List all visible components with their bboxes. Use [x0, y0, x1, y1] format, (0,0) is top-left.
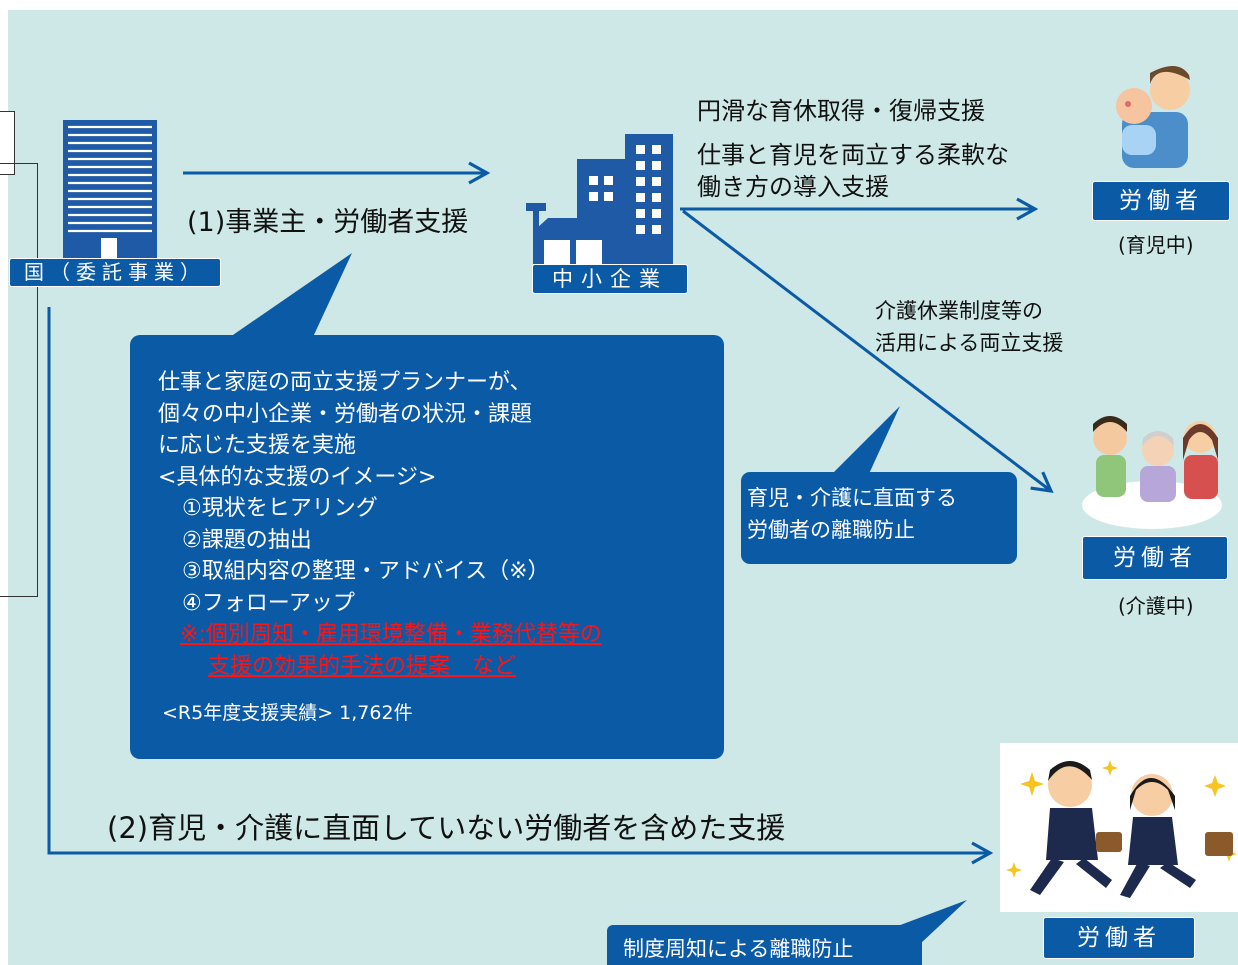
note-text: 支援の効果的手法の提案 など [208, 653, 517, 679]
worker-childcare-sublabel: (育児中) [1118, 233, 1194, 257]
turnover-prevention-callout: 育児・介護に直面する 労働者の離職防止 [741, 472, 1017, 564]
flexible-work-line2: 働き方の導入支援 [697, 173, 889, 201]
general-worker-support-label: (2)育児・介護に直面していない労働者を含めた支援 [107, 811, 786, 845]
worker-general-label: 労働者 [1043, 917, 1195, 959]
flexible-work-line1: 仕事と育児を両立する柔軟な [697, 141, 1009, 169]
callout-mid-line1: 育児・介護に直面する [747, 486, 957, 510]
support-step: ①現状をヒアリング [182, 496, 378, 521]
cropped-frame-top [0, 111, 15, 175]
sme-label: 中小企業 [532, 264, 688, 294]
support-step: ③取組内容の整理・アドバイス（※） [182, 559, 550, 584]
flexible-work-support-text: 仕事と育児を両立する柔軟な 働き方の導入支援 [697, 139, 1009, 203]
worker-nursing-sublabel: (介護中) [1118, 594, 1194, 618]
nursing-support-line2: 活用による両立支援 [875, 331, 1064, 355]
callout-bottom-text: 制度周知による離職防止 [623, 937, 854, 961]
cropped-frame-side [0, 163, 38, 597]
worker-childcare-label: 労働者 [1092, 181, 1230, 221]
government-label: 国（委託事業） [9, 258, 221, 287]
callout-line: に応じた支援を実施 [158, 433, 357, 458]
callout-line: 個々の中小企業・労働者の状況・課題 [158, 401, 533, 427]
support-step: ④フォローアップ [182, 590, 355, 616]
note-line: 支援の効果的手法の提案 など [158, 651, 602, 683]
callout-line: 仕事と家庭の両立支援プランナーが、 [158, 370, 532, 395]
support-results: <R5年度支援実績> 1,762件 [162, 702, 413, 724]
nursing-support-line1: 介護休業制度等の [875, 299, 1043, 323]
support-step: ②課題の抽出 [182, 527, 312, 553]
system-awareness-callout: 制度周知による離職防止 [607, 925, 922, 965]
note-line: ※:個別周知・雇用環境整備・業務代替等の [158, 619, 602, 651]
nursing-support-text: 介護休業制度等の 活用による両立支援 [875, 295, 1063, 359]
worker-nursing-label: 労働者 [1082, 536, 1228, 580]
callout-mid-line2: 労働者の離職防止 [747, 518, 915, 542]
callout-heading: <具体的な支援のイメージ> [158, 464, 437, 490]
note-text: ※:個別周知・雇用環境整備・業務代替等の [180, 622, 602, 647]
employer-worker-support-label: (1)事業主・労働者支援 [187, 207, 469, 238]
planner-support-callout: 仕事と家庭の両立支援プランナーが、 個々の中小企業・労働者の状況・課題 に応じた… [130, 335, 724, 759]
childcare-leave-support-text: 円滑な育休取得・復帰支援 [697, 97, 985, 125]
